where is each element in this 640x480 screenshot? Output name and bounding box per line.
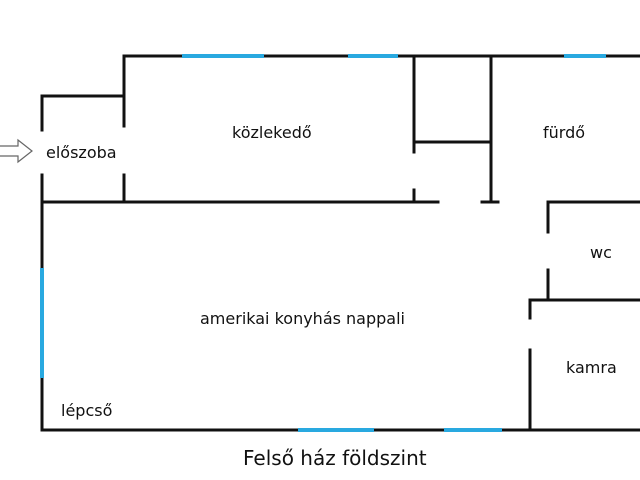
room-label-wc: wc <box>590 243 612 262</box>
entry-arrow-icon <box>0 138 33 164</box>
walls <box>40 54 640 432</box>
windows <box>40 54 606 432</box>
plan-title: Felső ház földszint <box>243 446 427 470</box>
room-label-furdo: fürdő <box>543 123 585 142</box>
room-label-kamra: kamra <box>566 358 617 377</box>
room-label-eloszoba: előszoba <box>46 143 117 162</box>
room-label-nappali: amerikai konyhás nappali <box>200 309 405 328</box>
room-label-lepcso: lépcső <box>61 401 112 420</box>
room-label-kozlekedo: közlekedő <box>232 123 312 142</box>
